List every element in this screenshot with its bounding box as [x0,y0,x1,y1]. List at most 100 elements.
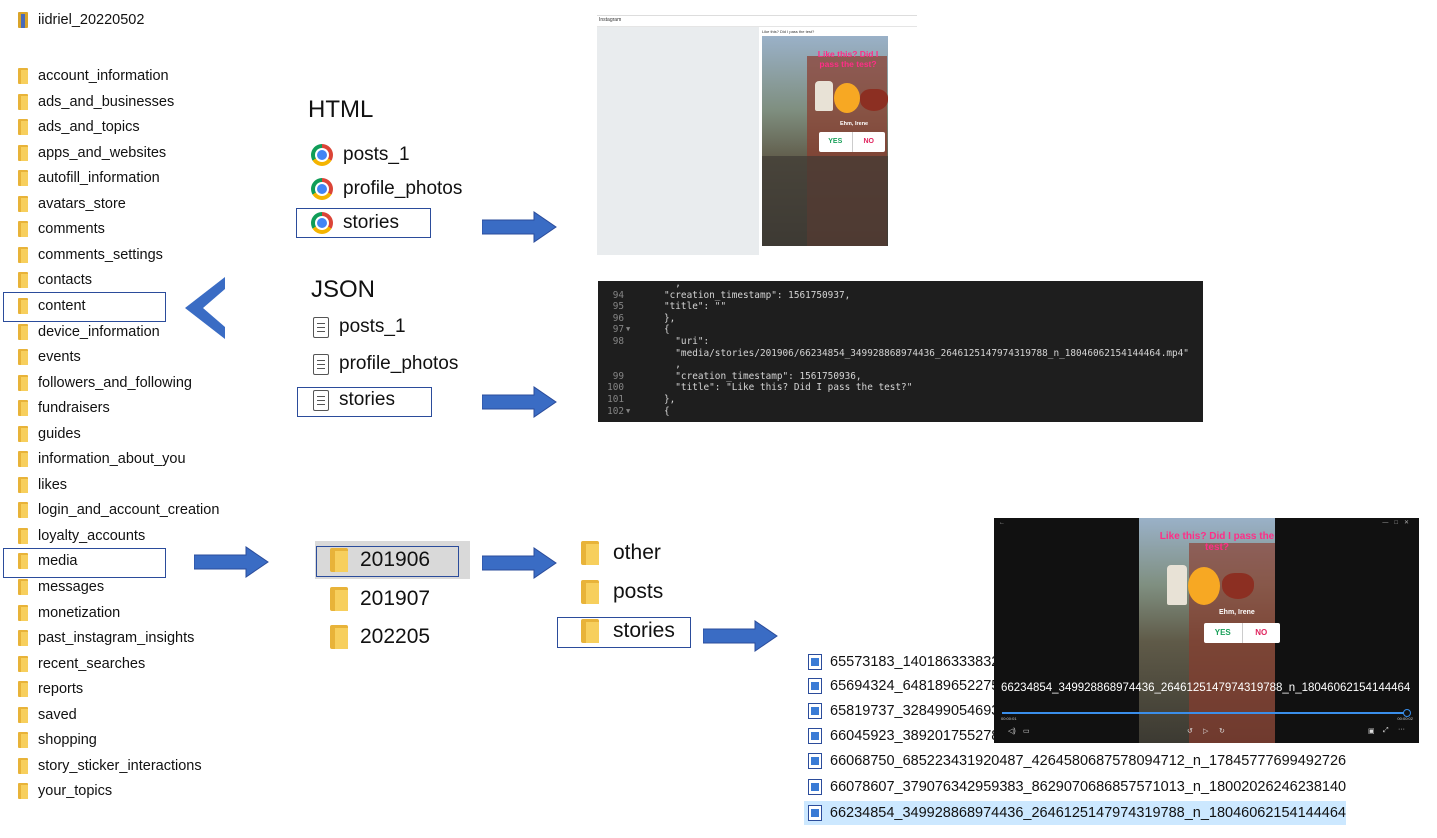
subfolder-stories[interactable]: stories [581,619,675,643]
folder-label: comments_settings [38,247,163,263]
video-file-item[interactable]: 66078607_379076342959383_862907068685757… [808,775,1346,799]
root-folder-label: iidriel_20220502 [38,12,145,28]
folder-item-apps-and-websites[interactable]: apps_and_websites [18,142,166,164]
folder-item-guides[interactable]: guides [18,423,81,445]
html-file-profile-photos[interactable]: profile_photos [311,178,462,200]
date-folder-201907[interactable]: 201907 [330,587,430,611]
play-icon[interactable]: ▷ [1203,728,1209,735]
video-file-item[interactable]: 65819737_328499054693 [808,699,999,723]
player-seek-knob[interactable] [1403,709,1411,717]
subfolder-other[interactable]: other [581,541,661,565]
folder-icon [18,681,28,697]
json-file-stories[interactable]: stories [313,389,395,411]
code-line: , [664,281,681,289]
date-folder-201906[interactable]: 201906 [330,548,430,572]
preview-question: Like this? Did I pass the test? [817,49,879,69]
content-highlight [3,292,166,322]
fullscreen-icon[interactable]: ⤢ [1383,727,1389,734]
folder-item-likes[interactable]: likes [18,474,67,496]
folder-item-account-information[interactable]: account_information [18,65,169,87]
folder-item-messages[interactable]: messages [18,576,104,598]
html-file-posts-1[interactable]: posts_1 [311,144,410,166]
subtitles-icon[interactable]: ▭ [1023,728,1030,735]
volume-icon[interactable]: ◁) [1008,728,1016,735]
poll-yes-button[interactable]: YES [819,132,853,152]
json-file-posts-1[interactable]: posts_1 [313,316,406,338]
folder-item-contacts[interactable]: contacts [18,269,92,291]
folder-icon [18,630,28,646]
json-code-preview: ,94"creation_timestamp": 1561750937,95"t… [598,281,1203,422]
folder-item-ads-and-businesses[interactable]: ads_and_businesses [18,91,174,113]
poll-yes-button[interactable]: YES [1204,623,1243,643]
line-number: 101 [607,394,624,405]
arrow-right-icon [482,547,557,579]
date-folder-202205[interactable]: 202205 [330,625,430,649]
folder-item-comments[interactable]: comments [18,218,105,240]
folder-label: information_about_you [38,451,186,467]
video-file-icon [808,779,822,795]
html-preview: Instagram Like this? Did I pass the test… [597,15,917,255]
line-number: 97 [612,324,624,335]
folder-item-saved[interactable]: saved [18,704,77,726]
forward-icon[interactable]: ↻ [1219,728,1225,735]
folder-item-monetization[interactable]: monetization [18,602,120,624]
player-window-controls[interactable]: —□✕ [1382,520,1415,526]
poll-no-button[interactable]: NO [1255,628,1268,637]
video-file-label: 66045923_389201755278 [830,728,1000,744]
folder-label: messages [38,579,105,595]
folder-item-recent-searches[interactable]: recent_searches [18,653,145,675]
rewind-icon[interactable]: ↺ [1187,728,1193,735]
video-file-item[interactable]: 66234854_349928868974436_264612514797431… [804,801,1346,825]
folder-item-your-topics[interactable]: your_topics [18,780,112,802]
folder-item-story-sticker-interactions[interactable]: story_sticker_interactions [18,755,202,777]
more-icon[interactable]: ··· [1398,726,1405,733]
folder-item-comments-settings[interactable]: comments_settings [18,244,163,266]
video-file-icon [808,654,822,670]
folder-item-ads-and-topics[interactable]: ads_and_topics [18,116,140,138]
folder-item-device-information[interactable]: device_information [18,321,160,343]
video-file-item[interactable]: 66068750_685223431920487_426458068757809… [808,749,1346,773]
video-file-item[interactable]: 65694324_648189652275 [808,674,999,698]
folder-item-information-about-you[interactable]: information_about_you [18,448,186,470]
file-label: stories [343,212,399,233]
folder-item-content[interactable]: content [18,295,86,317]
code-line: "creation_timestamp": 1561750937, [664,290,851,301]
root-folder[interactable]: iidriel_20220502 [18,9,144,31]
folder-icon [581,580,599,604]
folder-item-login-and-account-creation[interactable]: login_and_account_creation [18,499,219,521]
folder-item-fundraisers[interactable]: fundraisers [18,397,110,419]
preview-sidebar [597,27,759,255]
json-file-profile-photos[interactable]: profile_photos [313,353,458,375]
video-file-item[interactable]: 65573183_1401863338327 [808,650,1007,674]
folder-item-autofill-information[interactable]: autofill_information [18,167,160,189]
folder-label: avatars_store [38,196,126,212]
html-stories-highlight [296,208,431,238]
zip-folder-icon [18,12,28,28]
subfolder-posts[interactable]: posts [581,580,663,604]
folder-item-shopping[interactable]: shopping [18,729,97,751]
poll-no-button[interactable]: NO [863,138,875,145]
folder-item-events[interactable]: events [18,346,81,368]
folder-item-past-instagram-insights[interactable]: past_instagram_insights [18,627,194,649]
folder-label: reports [38,681,84,697]
folder-item-media[interactable]: media [18,550,78,572]
folder-label: 201907 [360,587,431,610]
html-file-stories[interactable]: stories [311,212,399,234]
folder-item-followers-and-following[interactable]: followers_and_following [18,372,192,394]
miniplayer-icon[interactable]: ▣ [1368,728,1375,735]
bowl-sticker [1222,573,1254,599]
folder-icon [18,579,28,595]
folder-item-reports[interactable]: reports [18,678,83,700]
file-label: stories [339,389,395,410]
player-seek-track[interactable] [1002,709,1411,717]
folder-label: device_information [38,324,160,340]
player-back-icon[interactable]: ← [999,520,1005,526]
folder-icon [330,625,348,649]
player-seek-fill [1002,712,1406,714]
folder-item-avatars-store[interactable]: avatars_store [18,193,126,215]
folder-item-loyalty-accounts[interactable]: loyalty_accounts [18,525,145,547]
bowl-sticker [860,89,888,111]
fold-arrow-icon[interactable]: ▼ [626,325,631,333]
fold-arrow-icon[interactable]: ▼ [626,407,631,415]
video-file-item[interactable]: 66045923_389201755278 [808,724,999,748]
